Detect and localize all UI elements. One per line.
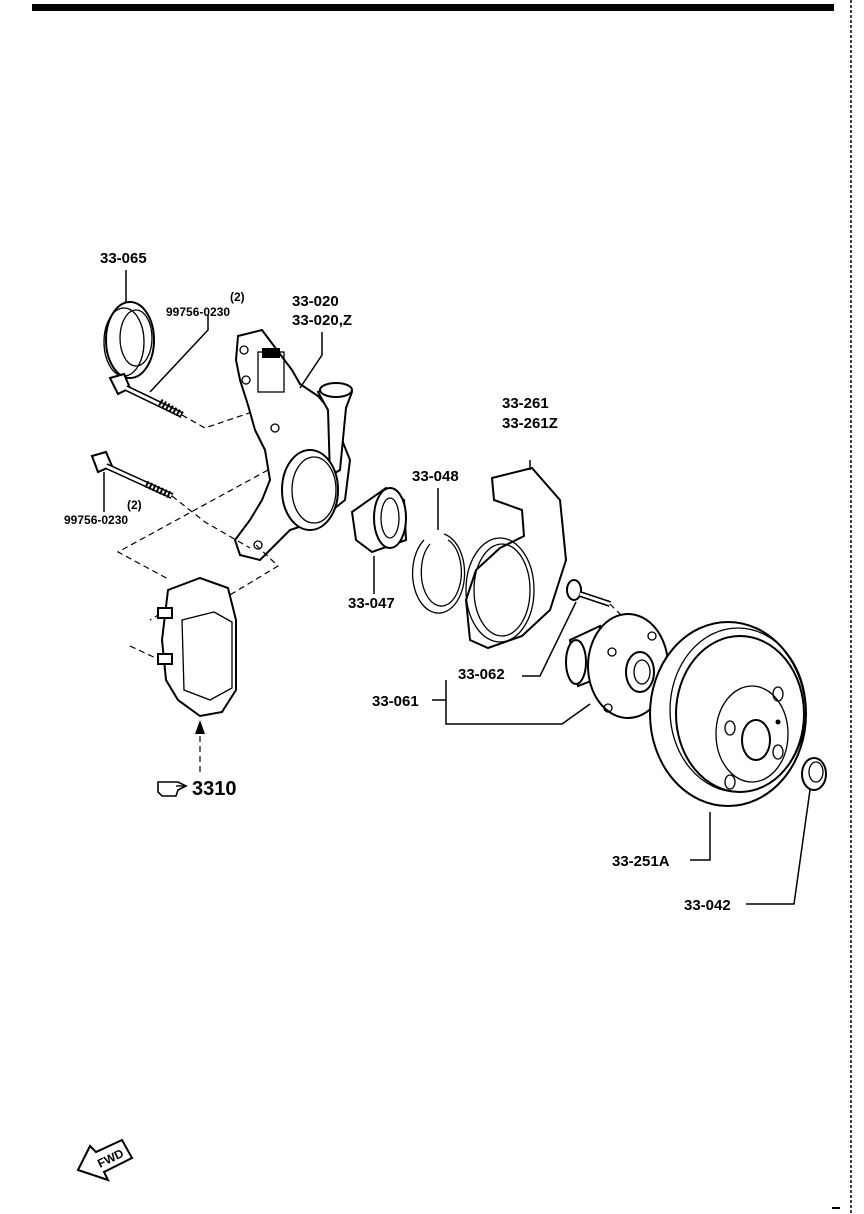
label-33-020: 33-020 [292, 293, 339, 310]
hub-bolt-part [566, 579, 611, 607]
caliper-part [157, 576, 237, 718]
fwd-arrow-icon [76, 1138, 134, 1182]
hub-nut-part [801, 757, 827, 791]
dust-seal-part [103, 301, 155, 379]
wheel-hub-part [565, 613, 669, 719]
label-33-061: 33-061 [372, 693, 419, 710]
label-33-020z: 33-020,Z [292, 312, 352, 329]
label-33-065: 33-065 [100, 250, 147, 267]
snap-ring-part [411, 533, 466, 614]
brake-disc-part [649, 621, 807, 807]
upper-bolt-part [108, 372, 184, 419]
label-33-048: 33-048 [412, 468, 459, 485]
label-33-062: 33-062 [458, 666, 505, 683]
label-33-261z: 33-261Z [502, 415, 558, 432]
label-lower-bolt-part: 99756-0230 [64, 513, 128, 527]
label-33-042: 33-042 [684, 897, 731, 914]
lower-bolt-part [90, 450, 174, 500]
label-33-261: 33-261 [502, 395, 549, 412]
label-3310: 3310 [192, 778, 237, 800]
label-upper-bolt-part: 99756-0230 [166, 305, 230, 319]
label-lower-bolt-qty: (2) [127, 498, 142, 512]
wheel-bearing-part [350, 486, 408, 554]
pointing-hand-icon [157, 781, 188, 797]
knuckle-part [233, 328, 354, 562]
label-33-251a: 33-251A [612, 853, 670, 870]
dust-cover-part [464, 466, 568, 650]
top-border [32, 4, 834, 11]
label-33-047: 33-047 [348, 595, 395, 612]
label-upper-bolt-qty: (2) [230, 290, 245, 304]
